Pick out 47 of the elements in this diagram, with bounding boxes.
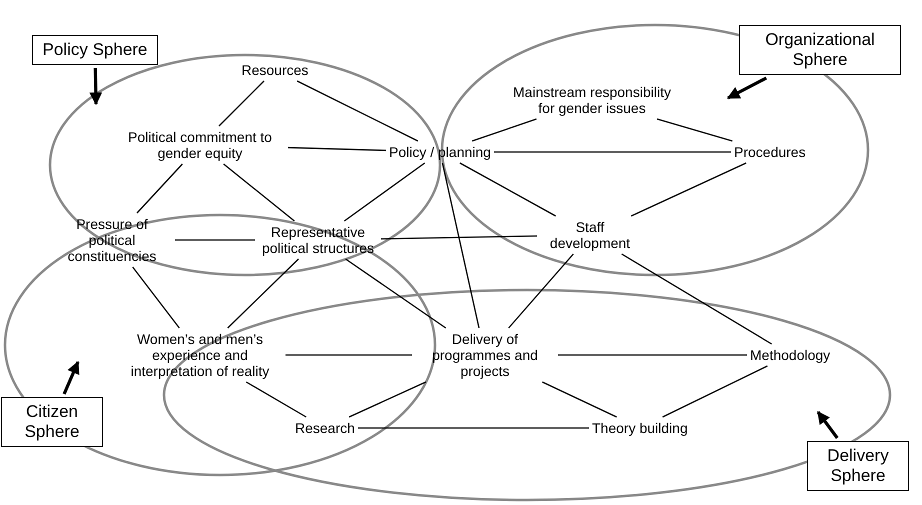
factor-label: Mainstream responsibility for gender issues [507, 84, 677, 116]
factor-label: Policy / planning [389, 144, 491, 160]
sphere-label: Delivery Sphere [807, 441, 909, 491]
connector-line [246, 381, 306, 418]
factor-label: Staff development [540, 219, 640, 251]
connector-line [656, 118, 733, 142]
connector-line [132, 266, 180, 328]
connector-line [227, 258, 299, 328]
connector-line [223, 164, 295, 222]
connector-line [296, 80, 418, 142]
arrow [726, 76, 768, 100]
factor-label: Theory building [592, 420, 688, 436]
factor-label: Pressure of political constituencies [52, 216, 172, 264]
arrow [62, 360, 80, 395]
connector-line [508, 254, 574, 328]
arrow [816, 410, 839, 439]
connector-line [494, 151, 731, 153]
connector-line [542, 381, 617, 418]
connector-line [380, 235, 538, 240]
connector-line [288, 146, 386, 152]
factor-label: Political commitment to gender equity [115, 129, 285, 161]
connector-line [621, 253, 772, 345]
sphere-label: Organizational Sphere [739, 25, 901, 75]
arrow [89, 68, 102, 106]
factor-label: Methodology [750, 347, 830, 363]
factor-label: Resources [242, 62, 308, 78]
connector-line [136, 164, 183, 214]
connector-line [442, 162, 480, 328]
connector-line [472, 118, 537, 142]
connector-line [662, 365, 768, 418]
connector-line [630, 162, 746, 217]
connector-line [558, 354, 747, 356]
factor-label: Representative political structures [258, 224, 378, 256]
connector-line [344, 162, 426, 222]
factor-label: Women’s and men’s experience and interpretation of reality [118, 331, 282, 379]
factor-label: Delivery of programmes and projects [415, 331, 555, 379]
sphere-label: Policy Sphere [32, 35, 158, 65]
connector-line [175, 239, 255, 241]
connector-line [358, 427, 589, 429]
connector-line [286, 354, 412, 356]
connector-line [345, 258, 446, 329]
factor-label: Research [295, 420, 355, 436]
connector-line [460, 162, 556, 217]
factor-label: Procedures [734, 144, 806, 160]
connector-line [218, 80, 264, 126]
connector-line [348, 381, 426, 418]
sphere-label: Citizen Sphere [1, 397, 103, 447]
